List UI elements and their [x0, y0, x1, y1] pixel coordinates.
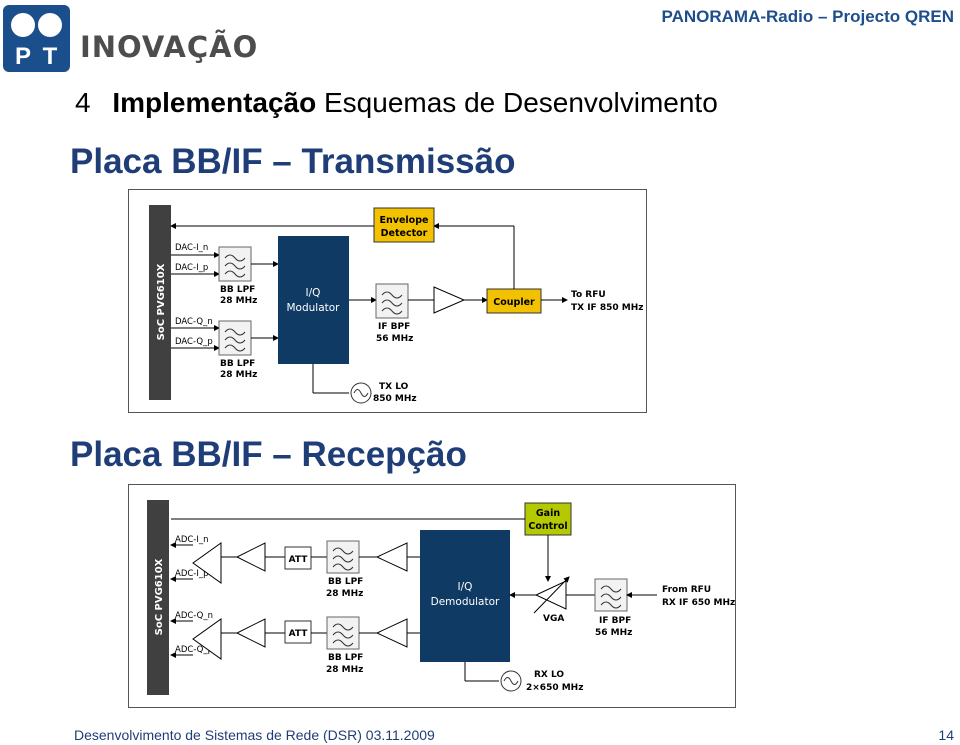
rx-amp-q2-icon: [375, 618, 408, 648]
rx-att2-block: [284, 620, 312, 644]
rx-amp-i-icon: [235, 542, 266, 572]
header-title: PANORAMA-Radio – Projecto QREN: [661, 7, 955, 26]
rx-ifbpf-label-2: 56 MHz: [595, 628, 632, 638]
rx-title: Placa BB/IF – Recepção: [70, 435, 467, 474]
logo-letter-t: T: [43, 43, 58, 70]
rx-lo-label-2: 2×650 MHz: [526, 683, 583, 693]
tx-envelope-detector-block: [373, 207, 435, 243]
tx-lpf1-label-2: 28 MHz: [220, 296, 257, 306]
tx-lpf2-label-2: 28 MHz: [220, 370, 257, 380]
footer-text: Desenvolvimento de Sistemas de Rede (DSR…: [74, 727, 435, 743]
rx-adc-q-p: ADC-Q_p: [175, 645, 213, 655]
rx-att1-block: [284, 546, 312, 570]
tx-to-rfu-1: To RFU: [571, 290, 606, 300]
tx-dac-i-p: DAC-I_p: [175, 263, 208, 273]
rx-lpf1-block: [326, 540, 360, 574]
rx-soc-label: SoC PVG610X: [154, 558, 165, 635]
rx-vga-label: VGA: [543, 614, 564, 624]
tx-title: Placa BB/IF – Transmissão: [70, 142, 516, 181]
tx-amplifier-icon: [433, 286, 466, 314]
tx-modulator-label-1: I/Q: [306, 287, 321, 299]
rx-soc-block: [147, 500, 169, 695]
rx-adc-q-n: ADC-Q_n: [175, 611, 213, 621]
rx-lpf2-label-2: 28 MHz: [326, 665, 363, 675]
logo-pt-icon: P T: [11, 13, 62, 70]
rx-ifbpf-block: [594, 578, 628, 612]
tx-lpf2-label-1: BB LPF: [220, 359, 255, 369]
tx-coupler-block: [486, 288, 542, 314]
rx-adc-i-p: ADC-I_p: [175, 569, 209, 579]
section-number: 4: [75, 87, 91, 118]
tx-ifbpf-label-1: IF BPF: [378, 322, 410, 332]
section-bold: Implementação: [112, 87, 317, 118]
rx-lpf2-block: [326, 616, 360, 650]
tx-lo-source-icon: [350, 382, 372, 404]
logo-wordmark: INOVAÇÃO: [80, 30, 259, 64]
rx-gain-label-2: Control: [528, 521, 567, 532]
tx-lpf1-block: [218, 246, 252, 282]
tx-lpf1-label-1: BB LPF: [220, 285, 255, 295]
rx-adc-i-n: ADC-I_n: [175, 535, 209, 545]
tx-to-rfu-2: TX IF 850 MHz: [571, 303, 644, 313]
rx-amp-i2-icon: [375, 542, 408, 572]
rx-lpf1-label-1: BB LPF: [328, 577, 363, 587]
tx-env-label-1: Envelope: [380, 215, 429, 226]
tx-modulator-label-2: Modulator: [286, 302, 340, 314]
tx-ifbpf-block: [375, 283, 409, 319]
section-rest: Esquemas de Desenvolvimento: [324, 87, 718, 118]
rx-demod-label-1: I/Q: [458, 581, 473, 593]
tx-dac-i-n: DAC-I_n: [175, 243, 208, 253]
rx-diff-amp-i-icon: [192, 542, 222, 584]
rx-gain-label-1: Gain: [536, 508, 560, 519]
tx-diagram: SoC PVG610X DAC-I_n DAC-I_p DAC-Q_n DAC-…: [128, 189, 647, 413]
rx-amp-q-icon: [235, 618, 266, 648]
rx-lpf1-label-2: 28 MHz: [326, 589, 363, 599]
rx-from-rfu-1: From RFU: [662, 585, 711, 595]
rx-diagram-svg: SoC PVG610X ADC-I_n ADC-I_p ADC-Q_n ADC-…: [147, 500, 735, 695]
tx-dac-q-p: DAC-Q_p: [175, 337, 213, 347]
rx-ifbpf-label-1: IF BPF: [599, 616, 631, 626]
tx-coupler-label: Coupler: [493, 297, 535, 308]
tx-lo-label-1: TX LO: [379, 382, 409, 392]
rx-diagram: SoC PVG610X ADC-I_n ADC-I_p ADC-Q_n ADC-…: [128, 484, 736, 708]
tx-lpf2-block: [218, 320, 252, 356]
logo-pt: P T: [3, 5, 70, 72]
tx-ifbpf-label-2: 56 MHz: [376, 334, 413, 344]
logo-letter-p: P: [15, 43, 31, 70]
tx-soc-block: [149, 205, 171, 400]
page-number: 14: [938, 727, 954, 743]
rx-lo-source-icon: [500, 670, 522, 692]
rx-from-rfu-2: RX IF 650 MHz: [662, 598, 735, 608]
rx-demod-label-2: Demodulator: [431, 596, 500, 608]
tx-diagram-svg: SoC PVG610X DAC-I_n DAC-I_p DAC-Q_n DAC-…: [149, 205, 644, 404]
rx-lo-label-1: RX LO: [534, 670, 564, 680]
tx-lo-label-2: 850 MHz: [373, 394, 417, 404]
tx-env-label-2: Detector: [381, 228, 428, 239]
rx-gain-control-block: [524, 502, 572, 536]
rx-att1-label: ATT: [289, 555, 309, 565]
rx-att2-label: ATT: [289, 629, 309, 639]
section-heading: 4 Implementação Esquemas de Desenvolvime…: [75, 87, 718, 119]
tx-soc-label: SoC PVG610X: [156, 263, 167, 340]
tx-modulator-block: [278, 236, 349, 364]
rx-demodulator-block: [420, 530, 510, 662]
rx-diff-amp-q-icon: [192, 618, 222, 660]
rx-lpf2-label-1: BB LPF: [328, 653, 363, 663]
tx-dac-q-n: DAC-Q_n: [175, 317, 213, 327]
